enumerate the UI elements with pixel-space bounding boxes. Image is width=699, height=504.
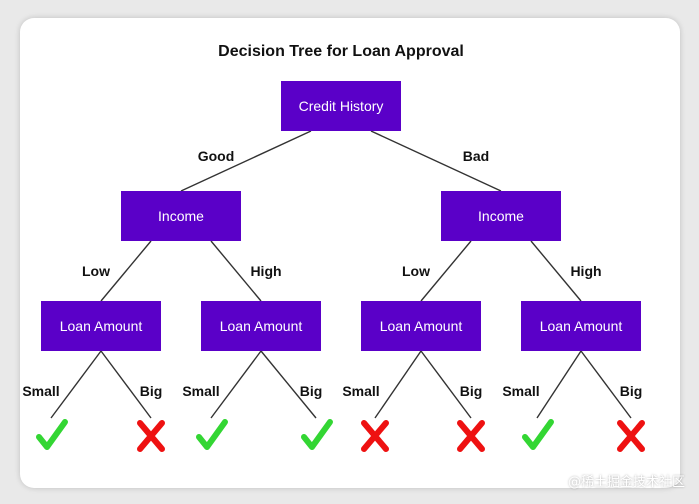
cross-icon bbox=[361, 420, 389, 452]
tree-edge bbox=[530, 240, 582, 302]
tree-node-box bbox=[521, 301, 641, 351]
cross-icon bbox=[137, 420, 165, 452]
tree-edge bbox=[210, 240, 262, 302]
edge-label: Small bbox=[182, 383, 219, 399]
tree-edge bbox=[100, 240, 152, 302]
tree-edge bbox=[420, 350, 472, 419]
edge-label: Small bbox=[502, 383, 539, 399]
tree-edge bbox=[50, 350, 102, 419]
tree-node: Income bbox=[121, 191, 241, 241]
edge-label: Small bbox=[342, 383, 379, 399]
edge-label: Good bbox=[198, 148, 235, 164]
tree-node-label: Loan Amount bbox=[380, 318, 463, 334]
edge-label: Bad bbox=[463, 148, 489, 164]
edge-label: High bbox=[250, 263, 281, 279]
edge-label: Small bbox=[22, 383, 59, 399]
tree-edge bbox=[260, 350, 317, 419]
tree-edge bbox=[370, 130, 502, 192]
cross-icon bbox=[617, 420, 645, 452]
outcomes-layer bbox=[36, 419, 645, 452]
tree-node-box bbox=[121, 191, 241, 241]
tree-edge bbox=[180, 130, 312, 192]
edge-label: Big bbox=[620, 383, 643, 399]
tree-edge bbox=[536, 350, 582, 419]
check-icon bbox=[301, 419, 333, 450]
tree-node-label: Credit History bbox=[299, 98, 384, 114]
tree-edge bbox=[374, 350, 422, 419]
tree-node: Loan Amount bbox=[41, 301, 161, 351]
tree-node-box bbox=[281, 81, 401, 131]
tree-node-label: Loan Amount bbox=[60, 318, 143, 334]
watermark: @稀土掘金技术社区 bbox=[567, 475, 685, 490]
tree-node: Loan Amount bbox=[361, 301, 481, 351]
check-icon bbox=[522, 419, 554, 450]
tree-node: Income bbox=[441, 191, 561, 241]
tree-node-label: Loan Amount bbox=[220, 318, 303, 334]
tree-edge bbox=[100, 350, 152, 419]
check-icon bbox=[196, 419, 228, 450]
tree-edge bbox=[210, 350, 262, 419]
edge-label: Big bbox=[460, 383, 483, 399]
tree-node-label: Income bbox=[478, 208, 524, 224]
edge-label: Big bbox=[300, 383, 323, 399]
tree-node: Credit History bbox=[281, 81, 401, 131]
tree-edge bbox=[420, 240, 472, 302]
tree-node-box bbox=[201, 301, 321, 351]
tree-node-label: Income bbox=[158, 208, 204, 224]
tree-node: Loan Amount bbox=[521, 301, 641, 351]
edges-layer bbox=[50, 130, 632, 419]
tree-node-box bbox=[41, 301, 161, 351]
edge-label: High bbox=[570, 263, 601, 279]
edge-label: Low bbox=[82, 263, 110, 279]
tree-edge bbox=[580, 350, 632, 419]
diagram-title: Decision Tree for Loan Approval bbox=[218, 43, 464, 60]
cross-icon bbox=[457, 420, 485, 452]
tree-node-label: Loan Amount bbox=[540, 318, 623, 334]
check-icon bbox=[36, 419, 68, 450]
edge-label: Low bbox=[402, 263, 430, 279]
tree-node: Loan Amount bbox=[201, 301, 321, 351]
edge-label: Big bbox=[140, 383, 163, 399]
tree-node-box bbox=[361, 301, 481, 351]
tree-node-box bbox=[441, 191, 561, 241]
